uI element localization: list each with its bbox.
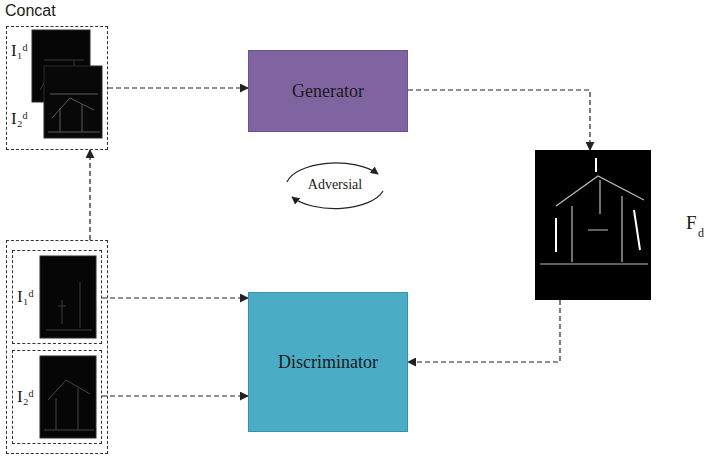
process-box: Discriminator bbox=[248, 292, 408, 432]
input-image bbox=[40, 356, 96, 438]
dashed-arrow bbox=[102, 395, 248, 396]
input-image bbox=[44, 66, 102, 138]
node-label: Concat bbox=[5, 2, 56, 20]
cycle-arrow bbox=[292, 191, 383, 209]
dashed-arrow bbox=[108, 87, 248, 88]
image-frame bbox=[44, 66, 102, 138]
image-detail bbox=[48, 94, 100, 132]
node-label: Discriminator bbox=[278, 352, 378, 373]
image-node: Fd bbox=[535, 150, 651, 300]
image-frame bbox=[40, 256, 96, 338]
image-frame bbox=[40, 356, 96, 438]
dashed-arrow bbox=[408, 90, 590, 150]
free-label: Adversial bbox=[306, 177, 364, 193]
fused-image bbox=[535, 150, 651, 300]
image-frame bbox=[535, 150, 651, 300]
dashed-arrow bbox=[102, 297, 248, 298]
process-box: Generator bbox=[248, 50, 408, 132]
node-label: d bbox=[698, 227, 704, 241]
dashed-group-box: I₁ᵈI₂ᵈ bbox=[6, 240, 108, 454]
image-detail bbox=[46, 282, 92, 330]
dashed-arrow bbox=[89, 150, 90, 240]
dashed-image-box: I₂ᵈ bbox=[12, 350, 102, 444]
node-label: Generator bbox=[292, 81, 364, 102]
dashed-arrow bbox=[408, 300, 560, 362]
image-detail bbox=[44, 380, 94, 430]
node-label: I₂ᵈ bbox=[17, 387, 34, 407]
dashed-image-box: I₁ᵈ bbox=[12, 250, 102, 344]
image-highlight bbox=[556, 158, 640, 252]
node-label: I₂ᵈ bbox=[11, 109, 28, 129]
input-image bbox=[40, 256, 96, 338]
node-label: I₁ᵈ bbox=[17, 287, 34, 307]
dashed-group-box: ConcatI₁ᵈI₂ᵈ bbox=[6, 26, 108, 150]
node-label: F bbox=[686, 212, 697, 234]
node-label: I₁ᵈ bbox=[11, 41, 28, 61]
